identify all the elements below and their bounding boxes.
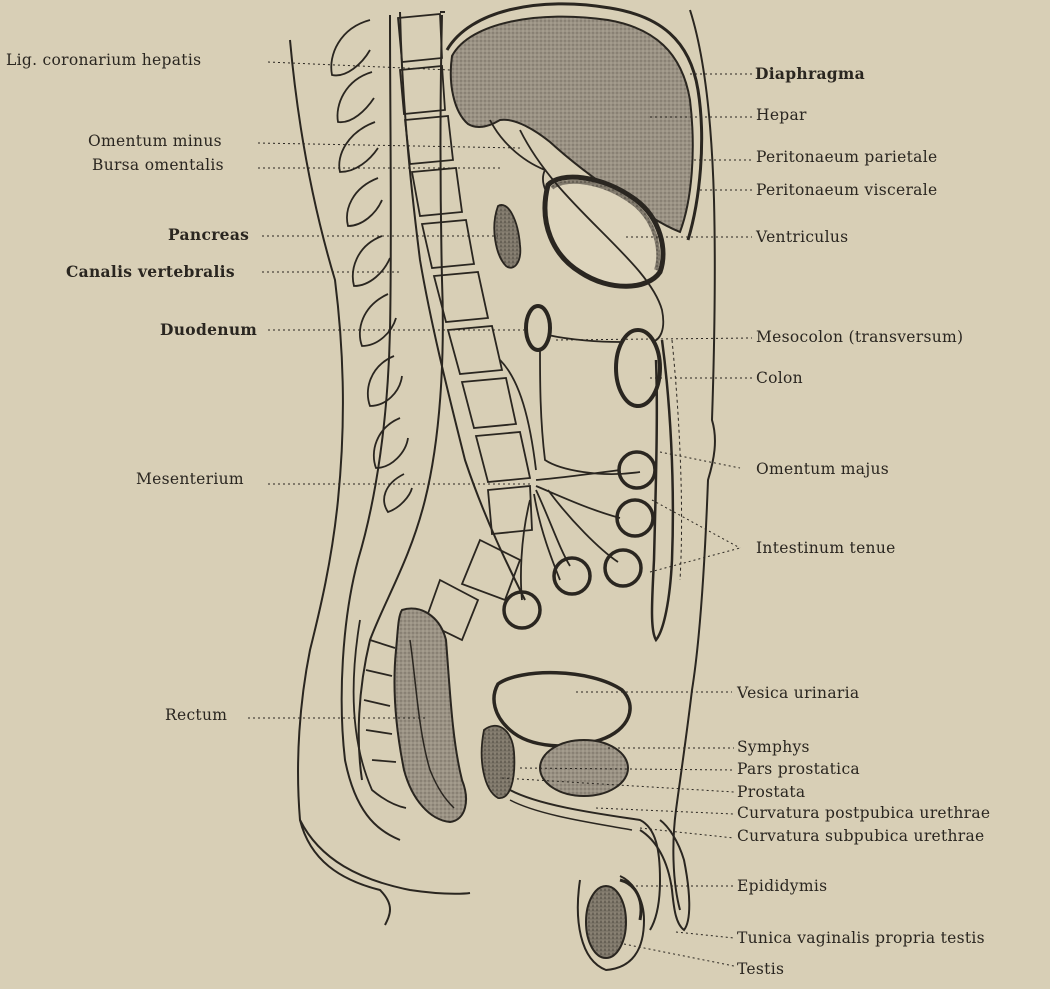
prostate (482, 726, 515, 798)
label-canalis-vertebralis: Canalis vertebralis (66, 264, 235, 280)
label-lig-coronarium-hepatis: Lig. coronarium hepatis (6, 53, 201, 69)
label-mesenterium: Mesenterium (136, 472, 244, 488)
label-symphys: Symphys (737, 740, 810, 756)
spinous-processes (331, 20, 412, 512)
omentum-majus (652, 340, 673, 640)
label-colon: Colon (756, 371, 803, 387)
label-hepar: Hepar (756, 108, 807, 124)
label-duodenum: Duodenum (160, 322, 257, 338)
label-diaphragma: Diaphragma (755, 66, 865, 82)
label-bursa-omentalis: Bursa omentalis (92, 158, 224, 174)
pancreas (494, 205, 520, 268)
label-testis: Testis (737, 962, 784, 978)
label-rectum: Rectum (165, 708, 227, 724)
label-vesica-urinaria: Vesica urinaria (737, 686, 859, 702)
label-curvatura-postpubica: Curvatura postpubica urethrae (737, 806, 990, 822)
label-epididymis: Epididymis (737, 879, 827, 895)
mesentery (521, 470, 620, 600)
label-mesocolon: Mesocolon (transversum) (756, 330, 963, 346)
label-prostata: Prostata (737, 785, 805, 801)
label-tunica-vaginalis: Tunica vaginalis propria testis (737, 931, 985, 947)
penis (640, 820, 689, 930)
bladder (494, 673, 630, 746)
duodenum (526, 306, 550, 350)
label-ventriculus: Ventriculus (756, 230, 848, 246)
label-peritonaeum-viscerale: Peritonaeum viscerale (756, 183, 937, 199)
colon (616, 330, 660, 406)
mesocolon-line (548, 335, 620, 342)
label-intestinum-tenue: Intestinum tenue (756, 541, 896, 557)
label-peritonaeum-parietale: Peritonaeum parietale (756, 150, 937, 166)
label-pars-prostatica: Pars prostatica (737, 762, 860, 778)
rectum (394, 608, 466, 822)
label-pancreas: Pancreas (168, 227, 249, 243)
label-omentum-minus: Omentum minus (88, 134, 222, 150)
testis (586, 886, 626, 958)
label-curvatura-subpubica: Curvatura subpubica urethrae (737, 829, 985, 845)
label-omentum-majus: Omentum majus (756, 462, 889, 478)
urethra (510, 790, 660, 930)
